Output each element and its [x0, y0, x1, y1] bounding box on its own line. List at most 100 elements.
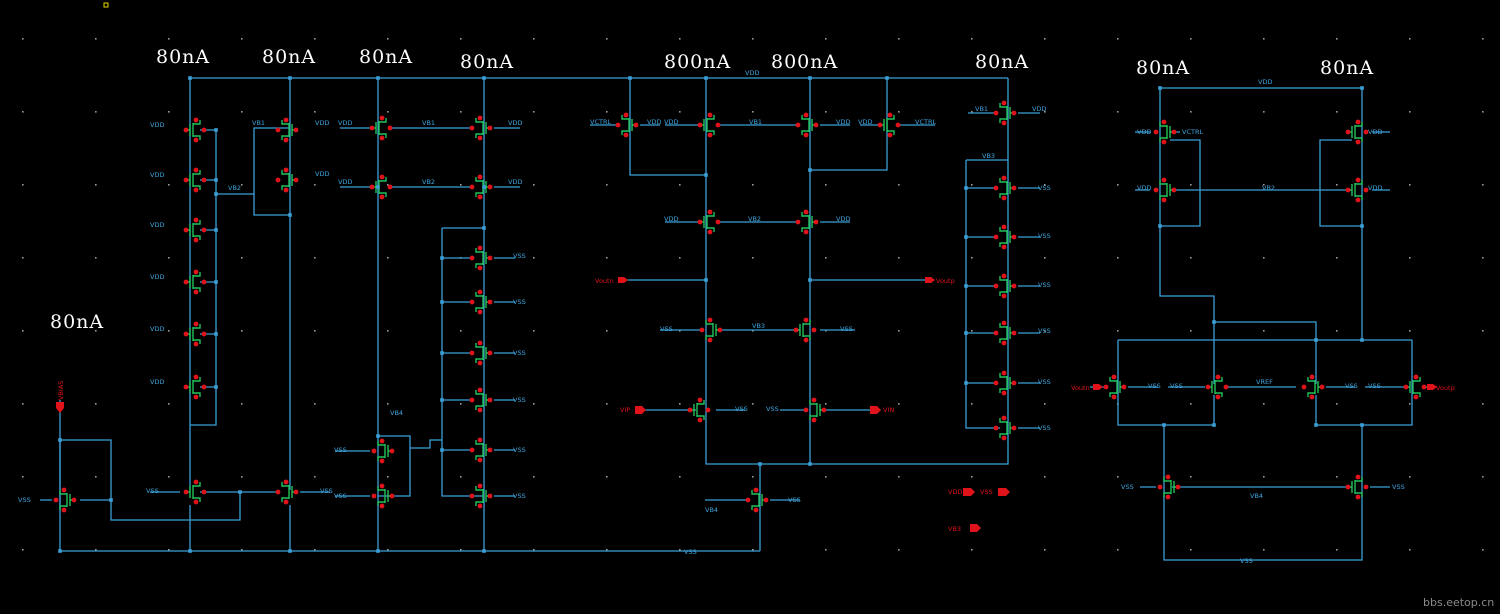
grid-dot	[533, 403, 535, 405]
transistor-symbol	[993, 370, 1017, 396]
pin-vdd[interactable]: VDD	[948, 488, 975, 496]
terminal-dot	[1205, 384, 1211, 390]
terminal-dot	[1363, 187, 1369, 193]
terminal-dot	[1301, 384, 1307, 390]
transistor-symbol	[275, 117, 299, 143]
wire-junction	[440, 448, 444, 452]
terminal-dot	[1011, 185, 1017, 191]
terminal-dot	[803, 209, 809, 215]
pins[interactable]: VBIAS Voutn Voutp VIP VIN VDD VSS VB3	[56, 277, 1455, 533]
grid-dot	[241, 257, 243, 259]
pin-voutn-sec3[interactable]: Voutn	[1071, 384, 1103, 392]
net-label-vss: VSS	[1038, 232, 1051, 240]
terminal-dot	[183, 279, 189, 285]
pin-vip[interactable]: VIP	[620, 406, 646, 414]
pin-vb3[interactable]: VB3	[948, 524, 981, 533]
pin-voutn-left[interactable]: Voutn	[595, 277, 628, 285]
terminal-dot	[487, 447, 493, 453]
terminal-dot	[283, 117, 289, 123]
net-label-vss: VSS	[334, 446, 347, 454]
net-label-vss: VSS	[1121, 483, 1134, 491]
net-label-vb3: VB3	[982, 152, 995, 160]
terminal-dot	[1157, 484, 1163, 490]
grid-dot	[1409, 111, 1411, 113]
grid-dot	[241, 403, 243, 405]
grid-dot	[971, 257, 973, 259]
terminal-dot	[477, 503, 483, 509]
net-label-vdd: VDD	[150, 378, 164, 386]
net-label-vss: VSS	[684, 548, 697, 556]
terminal-dot	[283, 499, 289, 505]
terminal-dot	[201, 127, 207, 133]
terminal-dot	[1001, 293, 1007, 299]
current-label: 80nA	[359, 46, 413, 68]
terminal-dot	[283, 187, 289, 193]
pin-vss[interactable]: VSS	[980, 488, 1010, 496]
terminal-dot	[1001, 320, 1007, 326]
wire-junction	[376, 185, 380, 189]
grid-dot	[460, 38, 462, 40]
pin-voutp-right[interactable]: Voutp	[925, 277, 955, 285]
wire-junction	[808, 278, 812, 282]
grid-dot	[387, 184, 389, 186]
grid-dot	[460, 476, 462, 478]
transistor-symbol	[615, 112, 639, 138]
grid-dot	[460, 549, 462, 551]
grid-dot	[533, 38, 535, 40]
grid-dot	[460, 330, 462, 332]
net-label-vss: VSS	[840, 325, 853, 333]
wire-junction	[1360, 224, 1364, 228]
net-label-vss: VSS	[1240, 557, 1253, 565]
net-label-vss: VSS	[1170, 382, 1183, 390]
net-label-vss: VSS	[1038, 184, 1051, 192]
terminal-dot	[1215, 374, 1221, 380]
transistor-symbol	[993, 175, 1017, 201]
terminal-dot	[1421, 384, 1427, 390]
grid-dot	[95, 184, 97, 186]
pin-label: Voutn	[1071, 384, 1090, 392]
grid-dot	[1482, 330, 1484, 332]
pin-label: VIN	[883, 406, 894, 414]
grid-dot	[606, 330, 608, 332]
terminal-dot	[1001, 390, 1007, 396]
grid-dot	[679, 476, 681, 478]
terminal-dot	[379, 135, 385, 141]
terminal-dot	[387, 184, 393, 190]
grid-dot	[752, 330, 754, 332]
grid-dot	[825, 476, 827, 478]
grid-dot	[679, 38, 681, 40]
grid-dot	[533, 111, 535, 113]
grid-dot	[1482, 257, 1484, 259]
pin-vbias[interactable]: VBIAS	[56, 381, 65, 413]
terminal-dot	[1363, 129, 1369, 135]
grid-dot	[898, 403, 900, 405]
terminal-dot	[193, 479, 199, 485]
pin-vin[interactable]: VIN	[870, 406, 894, 414]
transistor-symbol	[183, 321, 207, 347]
grid-dot	[1409, 257, 1411, 259]
terminal-dot	[813, 219, 819, 225]
net-label-vdd: VDD	[836, 118, 850, 126]
terminal-dot	[183, 331, 189, 337]
grid-dot	[606, 111, 608, 113]
terminal-dot	[193, 269, 199, 275]
pin-voutp-sec3[interactable]: Voutp	[1427, 384, 1455, 392]
net-label-vb1: VB1	[252, 119, 265, 127]
terminal-dot	[993, 185, 999, 191]
terminal-dot	[1161, 197, 1167, 203]
terminal-dot	[1011, 380, 1017, 386]
grid-dot	[314, 330, 316, 332]
terminal-dot	[623, 132, 629, 138]
grid-dot	[898, 257, 900, 259]
net-label-vss: VSS	[513, 446, 526, 454]
current-label: 80nA	[1320, 57, 1374, 79]
wire-junction	[188, 549, 192, 553]
terminal-dot	[707, 317, 713, 323]
grid-dot	[1409, 38, 1411, 40]
terminal-dot	[1153, 187, 1159, 193]
terminal-dot	[803, 229, 809, 235]
terminal-dot	[1001, 100, 1007, 106]
net-label-vdd: VDD	[150, 273, 164, 281]
pin-label: Voutp	[1436, 384, 1455, 392]
